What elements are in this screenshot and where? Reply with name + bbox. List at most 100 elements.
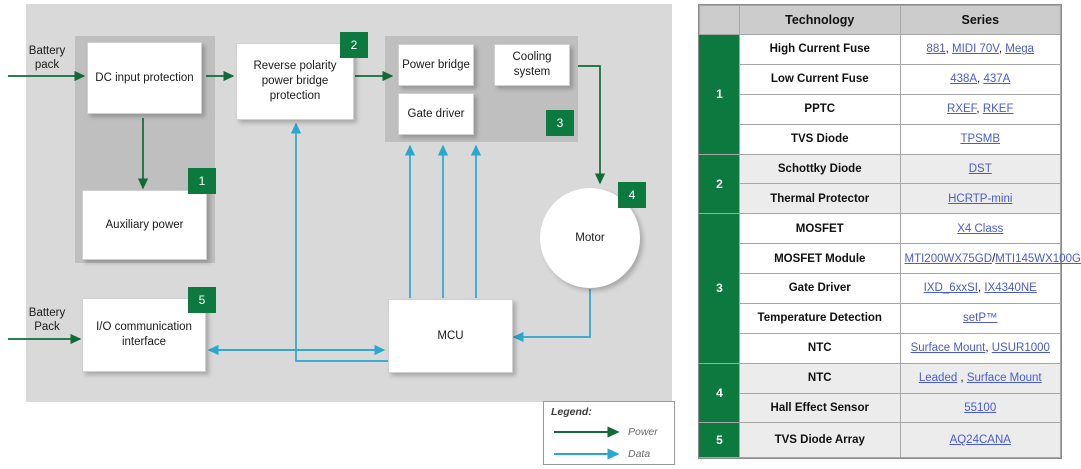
- series-link[interactable]: X4 Class: [957, 222, 1004, 235]
- label-battery-pack-bottom: Battery Pack: [16, 306, 78, 335]
- node-label: Reverse polarity power bridge protection: [253, 60, 337, 102]
- series-link[interactable]: MTI200WX75GD: [904, 252, 993, 265]
- table-header-row: Technology Series: [699, 5, 1061, 35]
- technology-cell: NTC: [739, 332, 901, 364]
- series-link[interactable]: USUR1000: [991, 342, 1050, 355]
- badge-label: 3: [556, 116, 564, 130]
- node-cooling-system[interactable]: Cooling system: [494, 44, 570, 86]
- node-auxiliary-power[interactable]: Auxiliary power: [82, 190, 207, 260]
- badge-label: 1: [198, 174, 206, 188]
- technology-cell: NTC: [739, 362, 901, 394]
- series-link[interactable]: MTI145WX100GD: [995, 252, 1081, 265]
- node-label: Auxiliary power: [105, 218, 184, 231]
- series-link[interactable]: 438A: [950, 73, 978, 86]
- table-row: PPTC RXEF, RKEF: [700, 93, 1061, 125]
- header-technology: Technology: [739, 5, 901, 35]
- series-cell: DST: [899, 153, 1061, 185]
- header-index: [699, 5, 740, 35]
- series-link[interactable]: Surface Mount: [910, 342, 986, 355]
- series-link[interactable]: RXEF: [947, 103, 977, 116]
- label-battery-pack-top: Battery pack: [16, 44, 78, 73]
- series-link[interactable]: RKEF: [982, 103, 1014, 116]
- label-text: Battery Pack: [28, 307, 66, 334]
- series-link[interactable]: TPSMB: [960, 133, 1001, 146]
- technology-cell: TVS Diode: [739, 123, 901, 155]
- node-label: Power bridge: [402, 58, 470, 71]
- node-reverse-polarity-protection[interactable]: Reverse polarity power bridge protection: [236, 43, 354, 120]
- series-link[interactable]: 55100: [964, 401, 997, 414]
- node-gate-driver[interactable]: Gate driver: [398, 93, 474, 135]
- series-link[interactable]: MIDI 70V: [952, 43, 999, 56]
- badge-3[interactable]: 3: [546, 110, 574, 136]
- node-mcu[interactable]: MCU: [388, 299, 513, 373]
- node-label: I/O communication interface: [96, 321, 192, 348]
- technology-cell: MOSFET: [739, 213, 901, 245]
- series-separator: ,: [998, 43, 1006, 56]
- label-text: Battery pack: [28, 45, 66, 72]
- badge-2[interactable]: 2: [340, 32, 368, 58]
- technology-cell: PPTC: [739, 93, 901, 125]
- technology-cell: Schottky Diode: [739, 153, 901, 185]
- table-row: Hall Effect Sensor 55100: [700, 392, 1061, 424]
- series-cell: IXD_6xxSI, IX4340NE: [899, 273, 1061, 304]
- group-index-cell: 5: [699, 422, 740, 458]
- table-row: Temperature Detection setP™: [700, 302, 1061, 334]
- node-io-communication-interface[interactable]: I/O communication interface: [82, 298, 206, 372]
- series-link[interactable]: 881: [926, 43, 946, 56]
- series-link[interactable]: Leaded: [918, 372, 958, 385]
- series-link[interactable]: setP™: [962, 312, 998, 325]
- legend-title: Legend:: [551, 406, 592, 418]
- series-cell: MTI200WX75GD/MTI145WX100GD: [899, 243, 1081, 274]
- group-index-cell: 2: [699, 153, 740, 215]
- series-link[interactable]: Mega: [1005, 43, 1035, 56]
- series-link[interactable]: AQ24CANA: [949, 434, 1011, 447]
- series-cell: HCRTP-mini: [899, 183, 1061, 215]
- series-cell: TPSMB: [899, 123, 1061, 155]
- group-index-cell: 3: [699, 213, 740, 364]
- table-row: TVS Diode TPSMB: [700, 123, 1061, 155]
- series-cell: setP™: [899, 302, 1061, 334]
- series-cell: AQ24CANA: [899, 422, 1061, 458]
- technology-cell: Temperature Detection: [739, 302, 901, 334]
- technology-cell: Low Current Fuse: [739, 63, 901, 95]
- badge-4[interactable]: 4: [618, 182, 646, 208]
- series-link[interactable]: Surface Mount: [966, 372, 1042, 385]
- node-power-bridge[interactable]: Power bridge: [398, 44, 474, 86]
- technology-cell: MOSFET Module: [739, 243, 901, 274]
- header-series: Series: [899, 5, 1061, 35]
- technology-cell: TVS Diode Array: [739, 422, 901, 458]
- series-link[interactable]: DST: [968, 162, 992, 175]
- series-cell: 438A, 437A: [899, 63, 1061, 95]
- node-label: Motor: [575, 232, 605, 244]
- series-cell: Surface Mount, USUR1000: [899, 332, 1061, 364]
- node-label: Gate driver: [407, 107, 465, 120]
- series-cell: 55100: [899, 392, 1061, 424]
- badge-label: 2: [350, 38, 358, 52]
- node-label: Cooling system: [512, 51, 552, 78]
- technology-cell: Thermal Protector: [739, 183, 901, 215]
- badge-5[interactable]: 5: [188, 287, 216, 313]
- technology-cell: Hall Effect Sensor: [739, 392, 901, 424]
- node-label: DC input protection: [95, 71, 194, 84]
- series-separator: ,: [976, 103, 983, 116]
- series-link[interactable]: IX4340NE: [984, 282, 1037, 295]
- group-index-cell: 1: [699, 34, 740, 155]
- badge-1[interactable]: 1: [188, 168, 216, 194]
- badge-label: 5: [198, 293, 206, 307]
- series-cell: 881, MIDI 70V, Mega: [899, 34, 1061, 65]
- series-link[interactable]: 437A: [983, 73, 1011, 86]
- technology-cell: High Current Fuse: [739, 34, 901, 65]
- series-link[interactable]: HCRTP-mini: [948, 192, 1013, 205]
- node-dc-input-protection[interactable]: DC input protection: [87, 42, 202, 114]
- table-head: Technology Series: [699, 5, 1061, 35]
- series-link[interactable]: IXD_6xxSI: [923, 282, 978, 295]
- legend-box: Legend: Power Data: [543, 401, 675, 465]
